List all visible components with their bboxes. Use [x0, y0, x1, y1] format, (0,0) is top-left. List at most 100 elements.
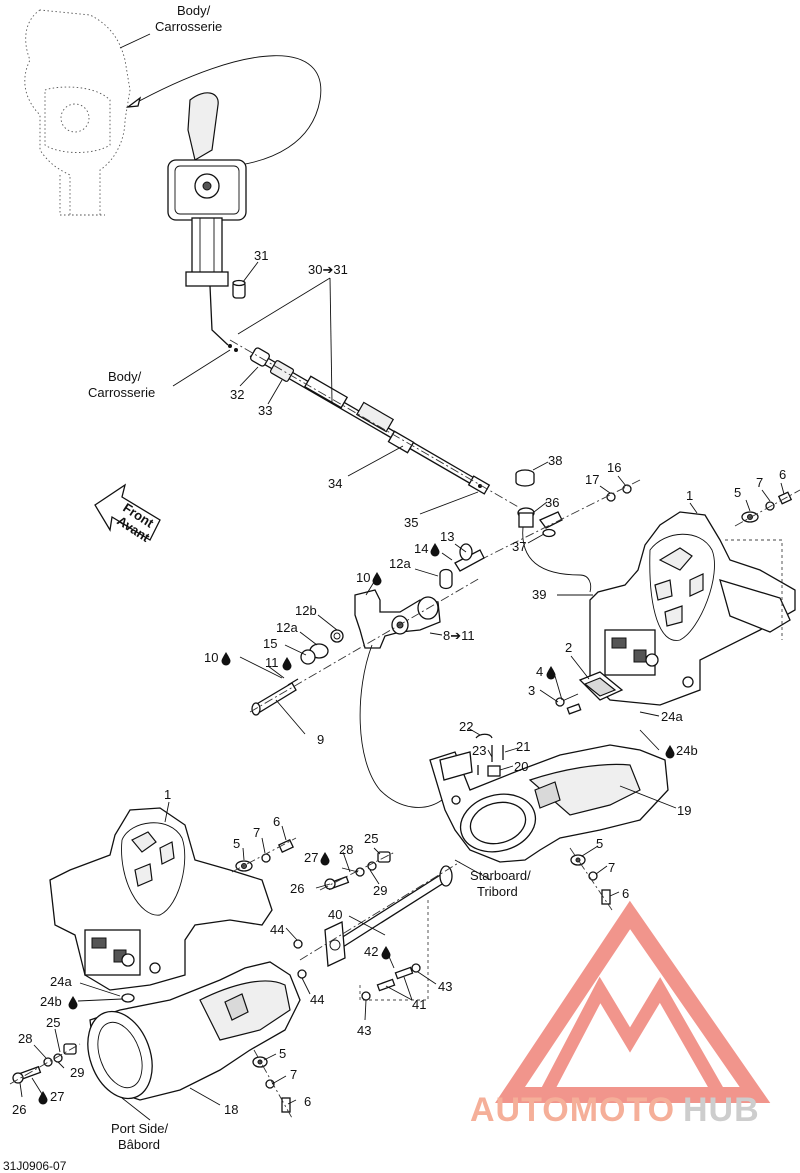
figure-code: 31J0906-07	[3, 1159, 67, 1173]
callout-27-bottom: 27	[50, 1089, 64, 1104]
callout-21: 21	[516, 739, 530, 754]
callout-10-top: 10	[356, 570, 370, 585]
callout-31: 31	[254, 248, 268, 263]
body-label-mid-line2: Carrosserie	[88, 385, 155, 400]
axis-tie-rod	[299, 861, 461, 961]
callout-30-31: 30➔31	[308, 262, 348, 277]
fasteners-bottom-left	[12, 1043, 77, 1084]
fasteners-25-29-mid	[324, 851, 391, 891]
callout-44-a: 44	[270, 922, 284, 937]
callout-7-bottom: 7	[290, 1067, 297, 1082]
callout-29-mid: 29	[373, 883, 387, 898]
drop-icon-14	[430, 543, 440, 557]
fasteners-41-44	[293, 939, 421, 1001]
watermark-triangle-icon	[495, 900, 771, 1103]
callout-16: 16	[607, 460, 621, 475]
fasteners-mid-right	[570, 854, 611, 905]
axis-fasteners-mid-right	[569, 847, 613, 911]
drop-icon-11	[282, 657, 292, 671]
starboard-label: Starboard/ Tribord	[470, 868, 531, 899]
body-label-mid: Body/ Carrosserie	[88, 369, 155, 400]
body-label-top-line2: Carrosserie	[155, 19, 222, 34]
callout-10-left: 10	[204, 650, 218, 665]
callout-37: 37	[512, 539, 526, 554]
drop-icon-10-left	[221, 652, 231, 666]
port-label: Port Side/ Bâbord	[111, 1121, 168, 1152]
callout-34: 34	[328, 476, 342, 491]
watermark-m-icon	[539, 976, 726, 1099]
callout-5-left: 5	[233, 836, 240, 851]
starboard-label-line1: Starboard/	[470, 868, 531, 883]
callout-15: 15	[263, 636, 277, 651]
drop-icon-4	[546, 666, 556, 680]
callout-5-top-right: 5	[734, 485, 741, 500]
callout-35: 35	[404, 515, 418, 530]
callout-24b-right: 24b	[676, 743, 698, 758]
starboard-label-line2: Tribord	[477, 884, 518, 899]
small-parts-20-23	[475, 733, 504, 777]
axis-linkage	[249, 577, 481, 713]
callout-2: 2	[565, 640, 572, 655]
callout-12a-mid: 12a	[276, 620, 298, 635]
callout-9: 9	[317, 732, 324, 747]
drop-icon-27-bottom	[38, 1091, 48, 1105]
callout-36: 36	[545, 495, 559, 510]
drop-icon-24b-left	[68, 996, 78, 1010]
callout-14: 14	[414, 541, 428, 556]
drop-icon-27-mid	[320, 852, 330, 866]
leader-arrowhead	[125, 96, 142, 108]
callout-29-bottom: 29	[70, 1065, 84, 1080]
nozzle-port-18	[87, 961, 301, 1101]
callout-1-right: 1	[686, 488, 693, 503]
nozzle-starboard-19	[429, 744, 669, 863]
callout-43-a: 43	[438, 979, 452, 994]
callout-44-b: 44	[310, 992, 324, 1007]
body-leader-curve	[129, 55, 322, 166]
callout-24a-left: 24a	[50, 974, 72, 989]
callout-12a-top: 12a	[389, 556, 411, 571]
callout-22: 22	[459, 719, 473, 734]
callout-20: 20	[514, 759, 528, 774]
callout-24b-left: 24b	[40, 994, 62, 1009]
callout-6-right2: 6	[622, 886, 629, 901]
callout-13: 13	[440, 529, 454, 544]
right-bracket-guide	[725, 539, 783, 640]
drop-icon-42	[381, 946, 391, 960]
axis-right-fasteners	[734, 489, 800, 527]
callout-40: 40	[328, 907, 342, 922]
callout-3: 3	[528, 683, 535, 698]
callout-43-b: 43	[357, 1023, 371, 1038]
callout-27-mid: 27	[304, 850, 318, 865]
callout-26-mid: 26	[290, 881, 304, 896]
front-arrow-icon: Front Avant	[94, 483, 161, 545]
callout-28-bottom: 28	[18, 1031, 32, 1046]
sleeve-31	[232, 279, 246, 299]
body-label-top: Body/ Carrosserie	[155, 3, 222, 34]
callout-11: 11	[265, 655, 279, 670]
cable-route-loop	[359, 644, 443, 808]
tie-rod-40	[324, 865, 453, 967]
fasteners-bottom-mid	[252, 1056, 291, 1113]
callout-33: 33	[258, 403, 272, 418]
callout-24a-right: 24a	[661, 709, 683, 724]
callout-6-top-right: 6	[779, 467, 786, 482]
callout-38: 38	[548, 453, 562, 468]
watermark-logo: AUTOMOTO HUB	[470, 900, 771, 1129]
axis-bottom-left	[9, 1043, 81, 1085]
callout-4: 4	[536, 664, 543, 679]
watermark-brand-part2: HUB	[683, 1091, 760, 1129]
callout-26-bottom: 26	[12, 1102, 26, 1117]
port-label-line2: Bâbord	[118, 1137, 160, 1152]
axis-25-29-mid	[319, 851, 396, 891]
watermark-brand-part1: AUTOMOTO	[470, 1091, 675, 1129]
callout-17: 17	[585, 472, 599, 487]
callout-25-bottom: 25	[46, 1015, 60, 1030]
callout-1-left: 1	[164, 787, 171, 802]
callout-8-11: 8➔11	[443, 628, 475, 643]
callout-7-right2: 7	[608, 860, 615, 875]
body-outline-top	[24, 9, 151, 216]
callout-12b: 12b	[295, 603, 317, 618]
callout-39: 39	[532, 587, 546, 602]
